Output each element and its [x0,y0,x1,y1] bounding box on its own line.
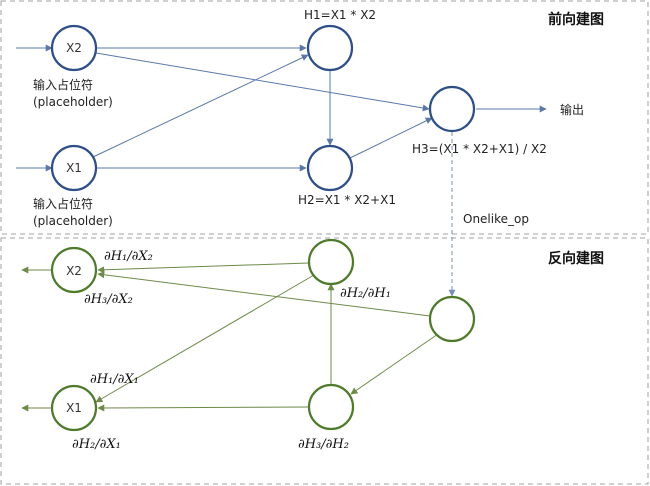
edge-h2-h3 [349,117,433,159]
bwd-node-h1 [307,238,355,286]
bwd-edge-h3-x2 [97,271,431,317]
bwd-node-x1 [50,384,98,432]
grad-h3-x2-label: ∂H₃/∂X₂ [84,292,133,307]
edge-x1-h1 [92,54,309,158]
fwd-node-x1 [50,144,98,192]
fwd-node-x2 [50,24,98,72]
bwd-edge-h2-x1 [97,404,310,412]
h1-label: H1=X1 * X2 [304,8,376,22]
grad-h2-x1-label: ∂H₂/∂X₁ [72,437,121,452]
bwd-node-h2 [307,383,355,431]
x2-caption-line1: 输入占位符 [33,77,93,92]
x1-caption-line1: 输入占位符 [33,196,93,211]
fwd-node-x1-label: X1 [66,161,82,175]
backward-panel [0,237,649,485]
h3-label: H3=(X1 * X2+X1) / X2 [412,142,547,156]
bwd-edge-h1-x2 [97,262,310,274]
fwd-node-h1 [306,24,354,72]
output-label: 输出 [560,102,584,117]
fwd-node-h2 [306,144,354,192]
bwd-node-x2-label: X2 [66,264,82,278]
grad-h1-x1-label: ∂H₁/∂X₁ [90,372,139,387]
bwd-node-h3 [428,295,476,343]
bwd-edge-h1-x1 [95,274,315,403]
bridge-label: Onelike_op [463,212,529,226]
bwd-node-x1-label: X1 [66,401,82,415]
forward-title: 前向建图 [548,11,604,28]
grad-h2-h1-label: ∂H₂/∂H₁ [340,286,391,301]
bwd-edge-h3-h2 [350,333,439,395]
fwd-node-x2-label: X2 [66,41,82,55]
x1-caption-line2: (placeholder) [33,214,113,228]
x2-caption-line2: (placeholder) [33,95,113,109]
backward-title: 反向建图 [548,250,604,267]
grad-h3-h2-label: ∂H₃/∂H₂ [298,437,349,452]
h2-label: H2=X1 * X2+X1 [298,193,396,207]
fwd-node-h3 [428,85,476,133]
edge-x2-h3 [95,52,430,112]
grad-h1-x2-label: ∂H₁/∂X₂ [104,249,153,264]
bwd-node-x2 [50,246,98,294]
